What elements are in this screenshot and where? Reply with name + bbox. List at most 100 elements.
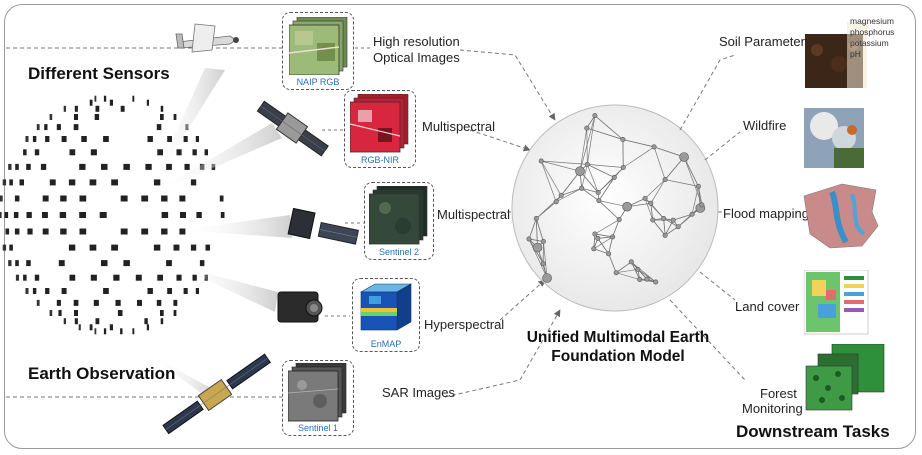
globe-dot [60,228,67,235]
network-edge [586,128,588,165]
sentinel1-image-stack [288,363,347,422]
label-hyperspectral: Hyperspectral [424,317,505,332]
task-forest: Forest [760,386,797,401]
network-edge [663,218,666,236]
network-edge [683,156,703,206]
globe-dot [160,310,164,316]
globe-dot [195,136,199,142]
network-node [558,192,564,198]
label-sar-images: SAR Images [382,385,455,400]
task-soil-parameter: Soil Parameter [719,34,805,49]
globe-dot [23,149,27,156]
network-node [606,251,612,257]
network-node [595,235,601,241]
network-edge [691,186,699,215]
soil-param-magnesium: magnesium [850,16,894,26]
network-edge [560,170,581,196]
network-edge [652,219,666,236]
globe-dot [34,274,40,281]
network-node [628,259,634,265]
globe-dot [34,149,40,156]
model-title-line2: Foundation Model [551,348,685,366]
globe-dot [219,195,224,202]
thumb-naip-rgb: NAIP RGB [282,12,354,90]
satellite-2-icon [287,207,359,245]
globe-dot [89,99,93,106]
network-edge [535,218,544,242]
globe-dot [61,136,67,142]
globe-dot [190,244,197,251]
network-node [579,185,585,191]
globe-dot [146,324,149,331]
globe-dot [123,260,130,267]
globe-dot [161,195,168,202]
globe-dot [61,288,67,294]
network-edge [528,218,537,240]
task-land-cover: Land cover [735,299,800,314]
heading-different-sensors: Different Sensors [28,64,170,83]
earth-globe-dots [0,95,225,335]
globe-dot [161,228,168,235]
network-edge [556,187,582,203]
globe-dot [56,124,61,131]
network-node [651,144,657,150]
globe-dot [25,136,29,142]
network-edge [587,164,624,168]
globe-dot [60,195,67,202]
globe-dot [42,195,49,202]
task-monitoring: Monitoring [742,401,803,416]
network-edge [594,115,624,140]
heading-downstream-tasks: Downstream Tasks [736,422,890,441]
network-node [662,232,668,238]
globe-dot [180,212,186,218]
globe-dot [95,318,100,325]
globe-dot [49,114,53,120]
globe-dot [79,212,86,218]
globe-dot [113,274,120,281]
network-edge [586,127,624,140]
line-forest [669,299,746,381]
globe-dot [173,114,177,120]
globe-dot [58,260,65,267]
globe-dot [117,310,123,316]
globe-dot [145,163,152,170]
network-node [642,195,648,201]
soil-param-phosphorus: phosphorus [850,27,895,37]
heading-earth-observation: Earth Observation [28,364,176,383]
globe-dot [123,163,130,170]
globe-dot [0,212,2,218]
globe-dot [45,288,50,294]
network-edge [541,160,588,165]
globe-dot [13,212,19,218]
network-node [584,125,590,131]
network-edge [631,261,656,283]
hyperspectral-sensor-icon [277,291,323,323]
globe-dot [99,212,107,218]
globe-dot [179,228,186,235]
globe-dot [173,310,177,316]
globe-dot [0,195,3,202]
globe-dot [69,149,76,156]
globe-dot [74,310,78,316]
globe-dot [26,163,31,170]
line-landcover [699,271,736,301]
arrow-rgbnir [469,129,531,152]
globe-dot [103,288,109,294]
arrow-hyper [499,279,546,321]
globe-dot [89,324,93,331]
globe-dot [25,288,29,294]
globe-dot [89,244,97,251]
globe-dot [90,274,97,281]
network-node [591,246,597,252]
model-title: Unified Multimodal Earth Foundation Mode… [508,328,728,367]
network-node [595,190,601,196]
globe-dot [153,244,161,251]
network-node [616,217,622,223]
network-edge [653,146,666,180]
beam-drone [150,68,225,190]
network-edge [644,198,654,221]
network-node [596,198,602,204]
globe-dot [160,114,164,120]
globe-dot [8,163,12,170]
globe-dot [195,288,199,294]
